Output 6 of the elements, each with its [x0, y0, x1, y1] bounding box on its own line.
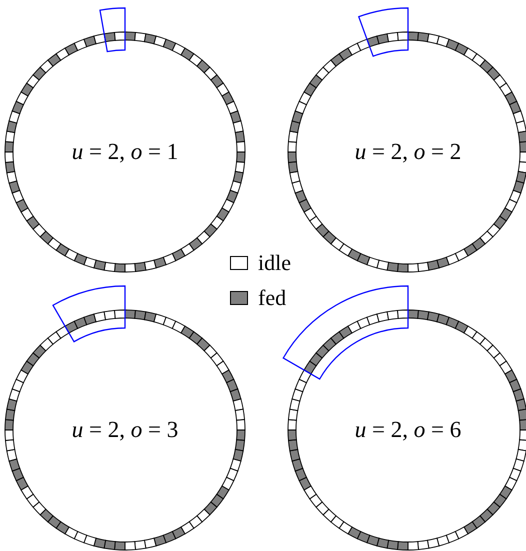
- ring-label: u = 2, o = 3: [70, 416, 180, 444]
- ring-label: u = 2, o = 1: [70, 138, 180, 166]
- legend-label: idle: [258, 250, 291, 276]
- legend-label: fed: [258, 285, 286, 311]
- ring-label: u = 2, o = 6: [354, 416, 462, 444]
- ring-label: u = 2, o = 2: [354, 138, 462, 166]
